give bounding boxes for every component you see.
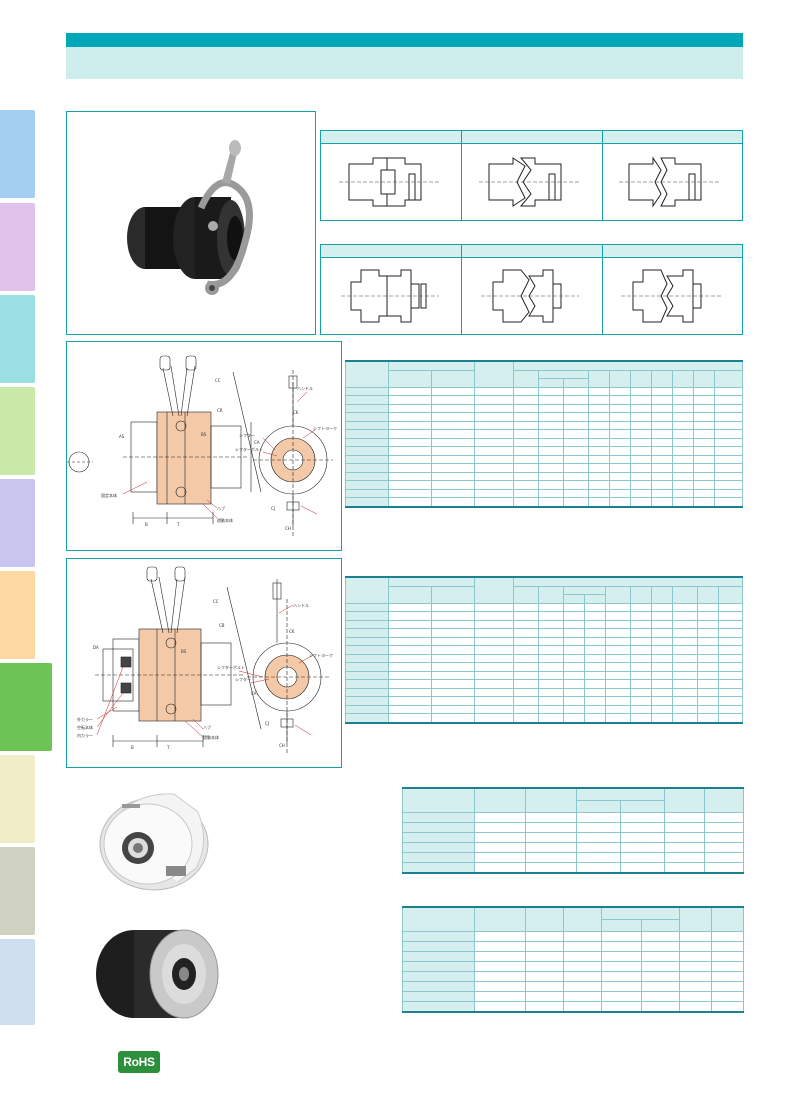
assembly-drawing-1: ハンドル シフトヨーク シフター シフターボルト 固定本体 ハブ 摺動本体 CC…	[67, 355, 337, 538]
dim-ca-1: CA	[254, 440, 260, 445]
dim-cc-2: CC	[213, 599, 219, 604]
dim-ck-1: CK	[293, 410, 299, 415]
label-outer-ring: 外カラー	[77, 716, 93, 722]
side-tab-5[interactable]	[0, 479, 35, 567]
label-shifter-1: シフター	[239, 432, 255, 438]
dim-ca-2: CA	[251, 691, 257, 696]
label-hub-2: ハブ	[203, 724, 211, 730]
dim-t-1: T	[176, 522, 180, 527]
side-tab-6[interactable]	[0, 571, 35, 659]
black-silver-clutch-photo	[96, 929, 219, 1019]
label-inner-ring: 内カラー	[77, 732, 93, 738]
label-handle-2: ハンドル	[293, 603, 309, 608]
jaw-profiles-1	[339, 156, 719, 208]
label-fixed-body-1: 固定本体	[101, 492, 117, 498]
label-idle-body: 空転本体	[77, 724, 93, 730]
spec-table-4	[402, 906, 744, 1013]
side-tab-3[interactable]	[0, 295, 35, 383]
product-photo-panel	[66, 111, 316, 335]
dim-ck-2: CK	[289, 629, 295, 634]
label-shifter-2: シフター	[235, 676, 251, 682]
dim-cj-1: CJ	[271, 506, 275, 511]
header-bar	[66, 33, 743, 47]
label-shifter-bolt-2: シフターボルト	[217, 664, 245, 670]
spec-table-2	[345, 576, 744, 724]
rohs-badge: RoHS	[118, 1051, 160, 1073]
jaw-profiles-2	[341, 269, 721, 323]
dim-t-2: T	[166, 745, 170, 750]
white-clutch-photo	[99, 793, 209, 891]
dim-bs-1: BS	[201, 432, 207, 437]
dim-b-1: B	[145, 522, 148, 527]
spec-table-3	[402, 787, 744, 874]
side-tab-10[interactable]	[0, 939, 35, 1025]
label-shift-yoke-2: シフトヨーク	[309, 652, 333, 658]
side-tab-7-active[interactable]	[0, 663, 52, 751]
technical-drawing-2: ハンドル シフトヨーク シフター シフターボルト 外カラー 空転本体 内カラー …	[66, 558, 342, 768]
dim-cb-2: CB	[219, 623, 225, 628]
dim-cj-2: CJ	[265, 721, 269, 726]
side-tab-8[interactable]	[0, 755, 35, 843]
engagement-diagram-row-2	[320, 244, 743, 335]
spec-table-1	[345, 360, 744, 508]
label-handle-1: ハンドル	[297, 386, 313, 391]
label-shifter-bolt-1: シフターボルト	[235, 446, 263, 452]
side-tab-9[interactable]	[0, 847, 35, 935]
dim-bs-2: BS	[181, 649, 187, 654]
dim-cc-1: CC	[215, 378, 221, 383]
dim-as-1: AS	[119, 434, 125, 439]
dim-ch-2: CH	[279, 743, 285, 748]
dim-b-2: B	[131, 745, 134, 750]
engagement-diagram-row-1	[320, 130, 743, 221]
side-tab-4[interactable]	[0, 387, 35, 475]
label-shift-yoke-1: シフトヨーク	[313, 425, 337, 431]
technical-drawing-1: ハンドル シフトヨーク シフター シフターボルト 固定本体 ハブ 摺動本体 CC…	[66, 341, 342, 551]
dim-ch-1: CH	[285, 526, 291, 531]
header-subbar	[66, 47, 743, 79]
label-sliding-body-2: 摺動本体	[203, 734, 219, 740]
side-tab-1[interactable]	[0, 110, 35, 198]
clutch-photo	[127, 140, 253, 295]
dim-cr-1: CR	[217, 408, 223, 413]
assembly-drawing-2: ハンドル シフトヨーク シフター シフターボルト 外カラー 空転本体 内カラー …	[77, 566, 333, 755]
side-tab-2[interactable]	[0, 203, 35, 291]
dim-da-2: DA	[93, 645, 99, 650]
label-sliding-body-1: 摺動本体	[217, 517, 233, 523]
label-hub-1: ハブ	[217, 505, 225, 511]
